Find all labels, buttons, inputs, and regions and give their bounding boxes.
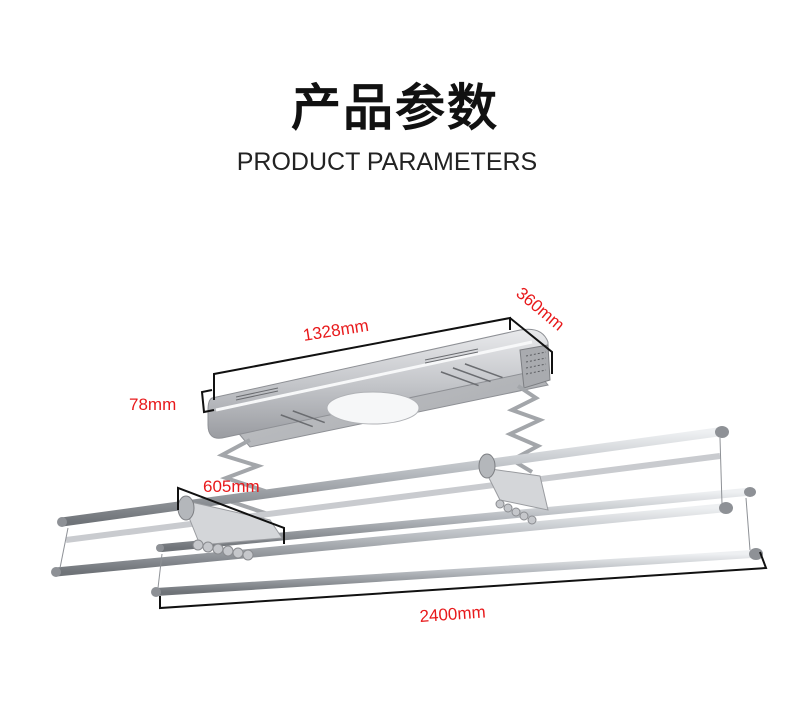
bracket-left <box>177 495 283 561</box>
page-title: 产品参数 <box>291 79 499 137</box>
dim-line-length <box>213 316 511 400</box>
dim-label-bracket: 605mm <box>203 477 260 496</box>
bracket-right <box>478 453 549 525</box>
dim-label-height: 78mm <box>129 395 176 414</box>
motor-body <box>207 328 551 448</box>
lamp-window <box>326 391 420 425</box>
dim-label-rod: 2400mm <box>419 602 486 626</box>
dim-line-height <box>200 389 215 414</box>
dim-line-rod <box>159 551 768 610</box>
page-subtitle: PRODUCT PARAMETERS <box>236 148 538 176</box>
dim-label-length: 1328mm <box>302 316 370 345</box>
dim-line-depth <box>509 317 553 374</box>
dim-line-bracket <box>177 486 285 544</box>
vent-dots <box>280 363 503 428</box>
vent-grille-top <box>235 348 479 401</box>
dimension-lines <box>159 316 768 610</box>
drying-rods <box>51 426 763 597</box>
